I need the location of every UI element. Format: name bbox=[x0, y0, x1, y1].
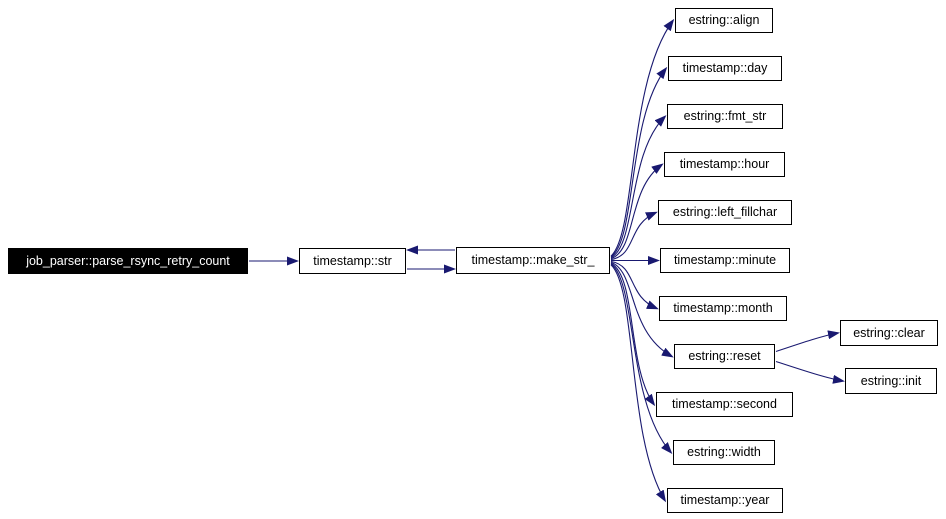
graph-node-year[interactable]: timestamp::year bbox=[667, 488, 783, 513]
edge-make_str-align bbox=[610, 18, 675, 257]
graph-node-align[interactable]: estring::align bbox=[675, 8, 773, 33]
edge-make_str-fmt_str bbox=[610, 115, 667, 259]
edge-make_str-year bbox=[610, 264, 667, 503]
graph-node-month[interactable]: timestamp::month bbox=[659, 296, 787, 321]
edge-make_str-day bbox=[610, 66, 668, 258]
edge-make_str-hour bbox=[610, 163, 664, 260]
graph-node-job_parser: job_parser::parse_rsync_retry_count bbox=[8, 248, 248, 274]
graph-node-second[interactable]: timestamp::second bbox=[656, 392, 793, 417]
edge-make_str-month bbox=[610, 260, 659, 310]
edge-make_str-reset bbox=[610, 261, 674, 358]
graph-node-left_fillchar[interactable]: estring::left_fillchar bbox=[658, 200, 792, 225]
edge-make_str-width bbox=[610, 263, 673, 455]
graph-node-minute[interactable]: timestamp::minute bbox=[660, 248, 790, 273]
graph-node-day[interactable]: timestamp::day bbox=[668, 56, 782, 81]
graph-node-reset[interactable]: estring::reset bbox=[674, 344, 775, 369]
graph-node-clear[interactable]: estring::clear bbox=[840, 320, 938, 346]
graph-node-init[interactable]: estring::init bbox=[845, 368, 937, 394]
graph-node-width[interactable]: estring::width bbox=[673, 440, 775, 465]
graph-node-hour[interactable]: timestamp::hour bbox=[664, 152, 785, 177]
edge-make_str-left_fillchar bbox=[610, 211, 658, 261]
edge-reset-init bbox=[775, 360, 845, 384]
graph-node-fmt_str[interactable]: estring::fmt_str bbox=[667, 104, 783, 129]
edge-reset-clear bbox=[775, 330, 840, 353]
graph-node-str[interactable]: timestamp::str bbox=[299, 248, 406, 274]
edge-make_str-second bbox=[610, 262, 656, 407]
graph-node-make_str[interactable]: timestamp::make_str_ bbox=[456, 247, 610, 274]
